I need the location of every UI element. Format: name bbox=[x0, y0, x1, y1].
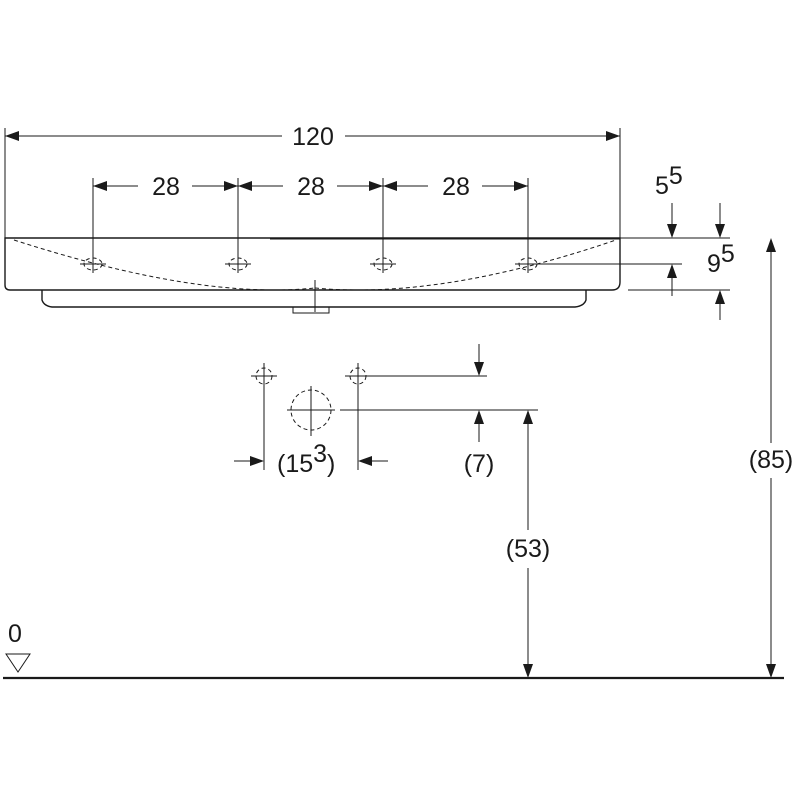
washbasin-outline bbox=[4, 237, 730, 314]
overall-width-dimension: 120 bbox=[4, 123, 621, 238]
tap-hole-2 bbox=[225, 255, 251, 273]
connection-spacing-open: (15 bbox=[277, 450, 313, 478]
drain-height-label: (53) bbox=[506, 535, 550, 563]
level-triangle-icon bbox=[5, 653, 31, 673]
connection-spacing-close: ) bbox=[327, 450, 335, 478]
tap-hole-4 bbox=[515, 255, 682, 273]
drain-connection bbox=[287, 386, 538, 436]
hole-spacing-3-label: 28 bbox=[442, 173, 470, 201]
hole-spacing-2-label: 28 bbox=[297, 173, 325, 201]
basin-height-superscript: 5 bbox=[721, 240, 735, 268]
svg-text:(153): (153) bbox=[277, 440, 335, 478]
supply-offset-dimension: (7) bbox=[464, 344, 495, 478]
total-height-dimension: (85) bbox=[749, 238, 793, 678]
connection-spacing-superscript: 3 bbox=[313, 440, 327, 468]
supply-offset-label: (7) bbox=[464, 450, 495, 478]
overall-width-label: 120 bbox=[292, 123, 334, 151]
floor-level-marker: 0 bbox=[3, 620, 784, 680]
hole-spacing-dimensions: 28 28 28 bbox=[92, 173, 529, 255]
basin-height-dimension: 95 bbox=[707, 203, 735, 320]
total-height-label: (85) bbox=[749, 446, 793, 474]
drain-height-dimension: (53) bbox=[506, 410, 550, 678]
rim-offset-dimension: 55 bbox=[655, 162, 683, 296]
tap-hole-3 bbox=[370, 255, 396, 273]
tap-hole-1 bbox=[80, 255, 106, 273]
hole-spacing-1-label: 28 bbox=[152, 173, 180, 201]
svg-text:95: 95 bbox=[707, 240, 735, 278]
svg-text:55: 55 bbox=[655, 162, 683, 200]
supply-connection-left bbox=[251, 363, 277, 389]
connection-spacing-dimension: (153) bbox=[234, 389, 388, 478]
rim-offset-superscript: 5 bbox=[669, 162, 683, 190]
basin-height-value: 9 bbox=[707, 250, 721, 278]
floor-level-label: 0 bbox=[8, 620, 22, 648]
supply-connection-right bbox=[345, 363, 487, 389]
rim-offset-value: 5 bbox=[655, 172, 669, 200]
